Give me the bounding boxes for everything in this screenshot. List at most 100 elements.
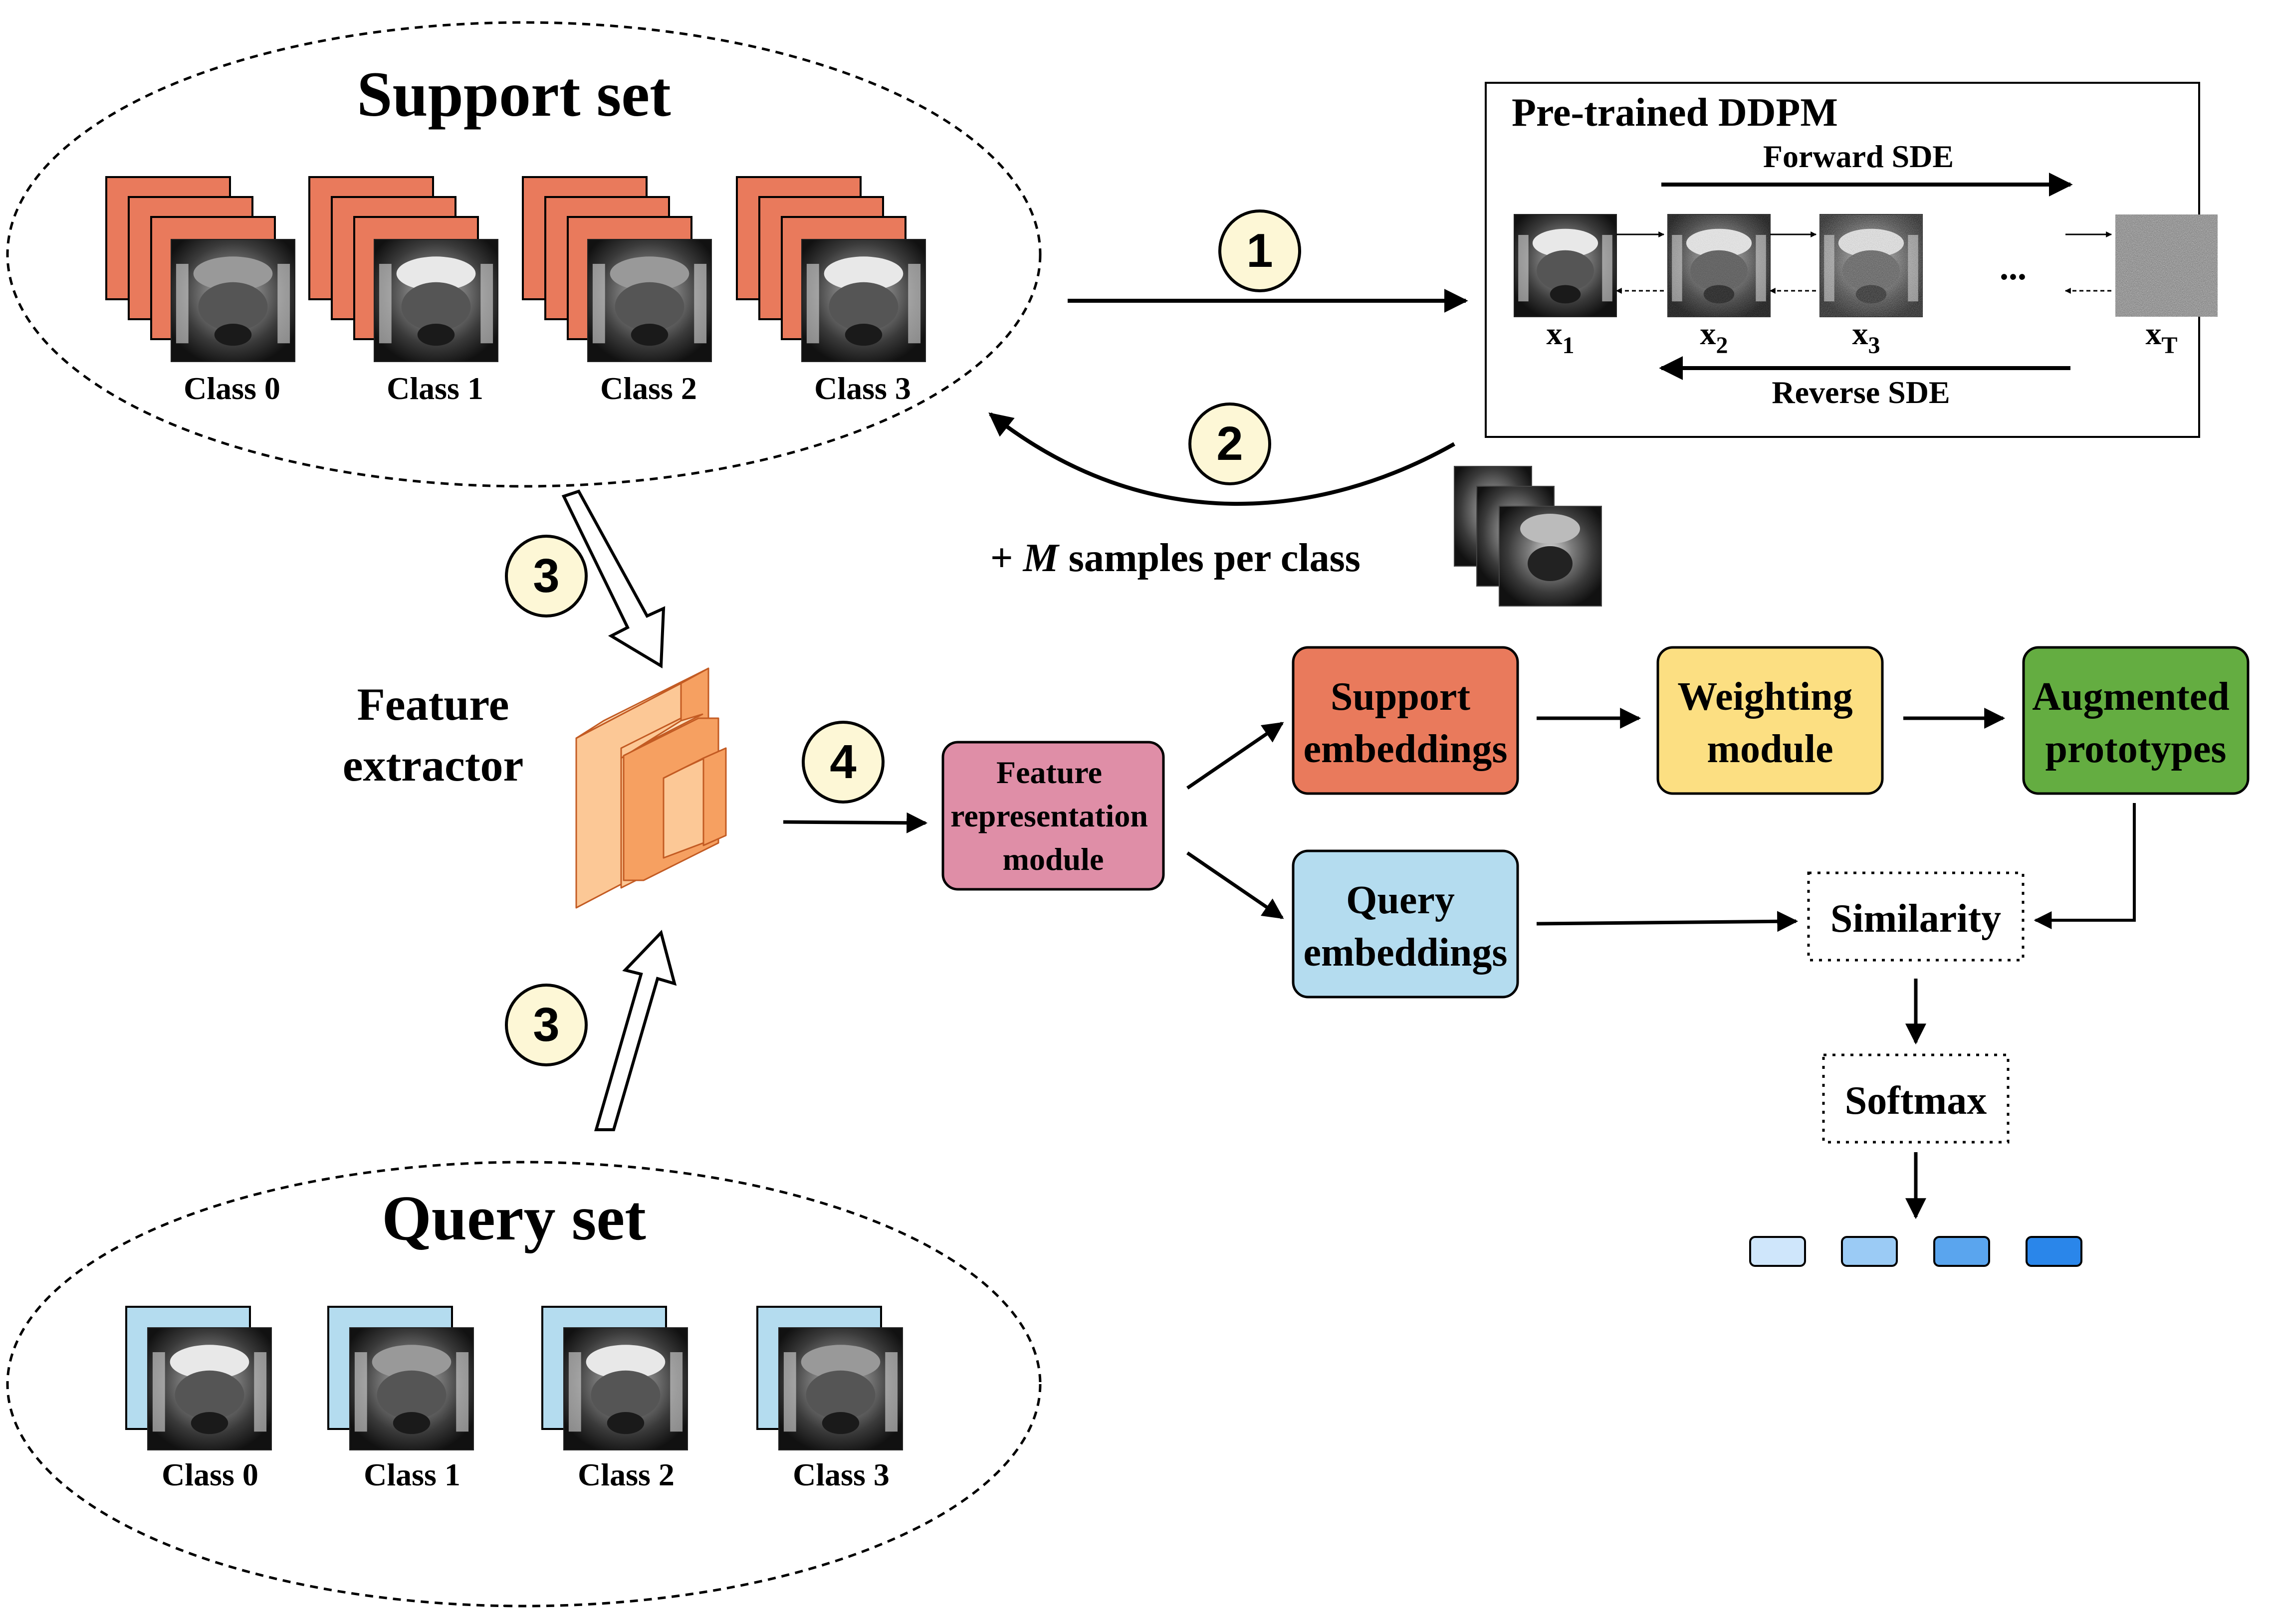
step-3-badge-bottom: 3	[505, 984, 588, 1066]
step-3-number-top: 3	[533, 549, 559, 603]
feature-extractor-label-line1: Feature	[357, 679, 509, 730]
weighting-module: Weighting module	[1656, 646, 1884, 795]
support-set-group: Support set Class 0 Class 1 Class 2 Class 3	[6, 21, 1042, 488]
support-image-stacks: Class 0 Class 1 Class 2 Class 3	[105, 176, 926, 406]
samples-prefix: +	[990, 536, 1023, 580]
step-3-number-bottom: 3	[533, 998, 559, 1051]
forward-sde-label: Forward SDE	[1763, 139, 1954, 174]
query-mri-image	[147, 1327, 272, 1450]
output-probability-box	[1841, 1236, 1898, 1267]
reverse-sde-label: Reverse SDE	[1772, 375, 1950, 410]
support-to-extractor-arrow	[561, 489, 666, 669]
samples-per-class-label: + M samples per class	[990, 536, 1361, 580]
support-mri-image	[801, 239, 926, 362]
weighting-line2: module	[1707, 727, 1833, 771]
query-class-stack: Class 2	[541, 1306, 688, 1492]
support-embeddings-module: Support embeddings	[1292, 646, 1519, 795]
step-4-number: 4	[830, 735, 856, 789]
repr-to-support-arrow	[1186, 722, 1284, 790]
diffusion-states: x1 x2 x3 xT	[1514, 214, 2218, 359]
support-class-stack: Class 1	[308, 176, 498, 406]
support-mri-image	[374, 239, 498, 362]
svg-text:Feature representation: Feature representation module	[950, 755, 1156, 877]
noise-overlay	[2115, 214, 2218, 317]
feature-extractor-label-line2: extractor	[343, 740, 524, 791]
query-class-label: Class 0	[162, 1457, 258, 1492]
step2-arrow	[988, 412, 1455, 506]
repr-to-query-arrow	[1186, 851, 1284, 919]
support-class-stack: Class 2	[522, 176, 712, 406]
support-mri-image	[587, 239, 712, 362]
diffusion-state: x1	[1514, 214, 1617, 359]
query-set-group: Query set Class 0 Class 1 Class 2 Class 3	[6, 1161, 1042, 1608]
diffusion-state: x3	[1819, 214, 1923, 359]
query-class-label: Class 3	[793, 1457, 890, 1492]
query-class-label: Class 2	[578, 1457, 675, 1492]
similarity-node: Similarity	[1807, 871, 2025, 962]
output-probabilities	[1749, 1236, 2082, 1267]
query-class-stack: Class 1	[327, 1306, 474, 1492]
query-embeddings-line1: Query	[1346, 878, 1455, 922]
support-set-title: Support set	[357, 59, 671, 130]
query-embeddings-module: Query embeddings	[1292, 849, 1519, 999]
query-embeddings-line2: embeddings	[1304, 931, 1508, 975]
feature-extractor-icon	[575, 667, 727, 909]
support-class-stack: Class 3	[736, 176, 926, 406]
similarity-label: Similarity	[1830, 897, 2001, 941]
support-class-label: Class 1	[387, 371, 483, 406]
noise-overlay	[1820, 214, 1922, 317]
svg-text:Augmented prototypes: Augmented prototypes	[2032, 675, 2240, 771]
query-to-similarity-arrow	[1536, 911, 1799, 932]
feature-representation-line2: representation	[950, 798, 1148, 833]
diffusion-state: x2	[1667, 214, 1771, 359]
support-class-label: Class 3	[814, 371, 911, 406]
svg-text:Weighting module: Weighting module	[1677, 675, 1862, 771]
feature-representation-line3: module	[1003, 841, 1104, 877]
step-4-badge: 4	[802, 721, 885, 804]
step-2-number: 2	[1216, 417, 1243, 470]
query-class-stack: Class 3	[756, 1306, 903, 1492]
diffusion-state: xT	[2115, 214, 2218, 359]
softmax-node: Softmax	[1822, 1053, 2010, 1144]
support-embeddings-line1: Support	[1331, 675, 1470, 719]
feature-representation-module: Feature representation module	[941, 741, 1165, 891]
query-class-stack: Class 0	[125, 1306, 272, 1492]
ddpm-ellipsis: ...	[2000, 247, 2027, 287]
augmented-line1: Augmented	[2032, 675, 2230, 719]
samples-variable: M	[1022, 536, 1060, 580]
query-set-title: Query set	[382, 1183, 646, 1253]
support-set-boundary	[6, 21, 1042, 488]
query-image-stacks: Class 0 Class 1 Class 2 Class 3	[125, 1306, 903, 1492]
output-probability-box	[1749, 1236, 1806, 1267]
ddpm-panel: Pre-trained DDPM Forward SDE Reverse SDE…	[1485, 82, 2218, 438]
support-class-label: Class 0	[184, 371, 280, 406]
step-1-badge: 1	[1218, 209, 1301, 292]
query-to-extractor-arrow	[594, 930, 677, 1131]
query-mri-image	[778, 1327, 903, 1450]
step-3-badge-top: 3	[505, 535, 588, 617]
svg-text:Query embeddings: Query embeddings	[1304, 878, 1508, 975]
samples-suffix: samples per class	[1059, 536, 1361, 580]
svg-text:Support embeddings: Support embeddings	[1304, 675, 1508, 771]
weighting-line1: Weighting	[1677, 675, 1852, 719]
step-2-badge: 2	[1188, 403, 1271, 485]
prototypes-to-similarity-arrow	[2034, 803, 2136, 929]
augmented-line2: prototypes	[2045, 727, 2227, 771]
generated-samples-stack	[1454, 466, 1602, 607]
query-set-boundary	[6, 1161, 1042, 1608]
query-mri-image	[349, 1327, 474, 1450]
noise-overlay	[1668, 214, 1770, 317]
ddpm-title: Pre-trained DDPM	[1512, 91, 1838, 135]
support-mri-image	[171, 239, 295, 362]
query-mri-image	[563, 1327, 688, 1450]
step4-arrow	[783, 812, 928, 833]
augmented-prototypes-module: Augmented prototypes	[2022, 646, 2250, 795]
query-class-label: Class 1	[364, 1457, 460, 1492]
support-embeddings-line2: embeddings	[1304, 727, 1508, 771]
support-class-stack: Class 0	[105, 176, 295, 406]
softmax-label: Softmax	[1845, 1079, 1987, 1123]
feature-representation-line1: Feature	[996, 755, 1102, 790]
step-1-number: 1	[1246, 224, 1273, 277]
output-probability-box	[2026, 1236, 2082, 1267]
